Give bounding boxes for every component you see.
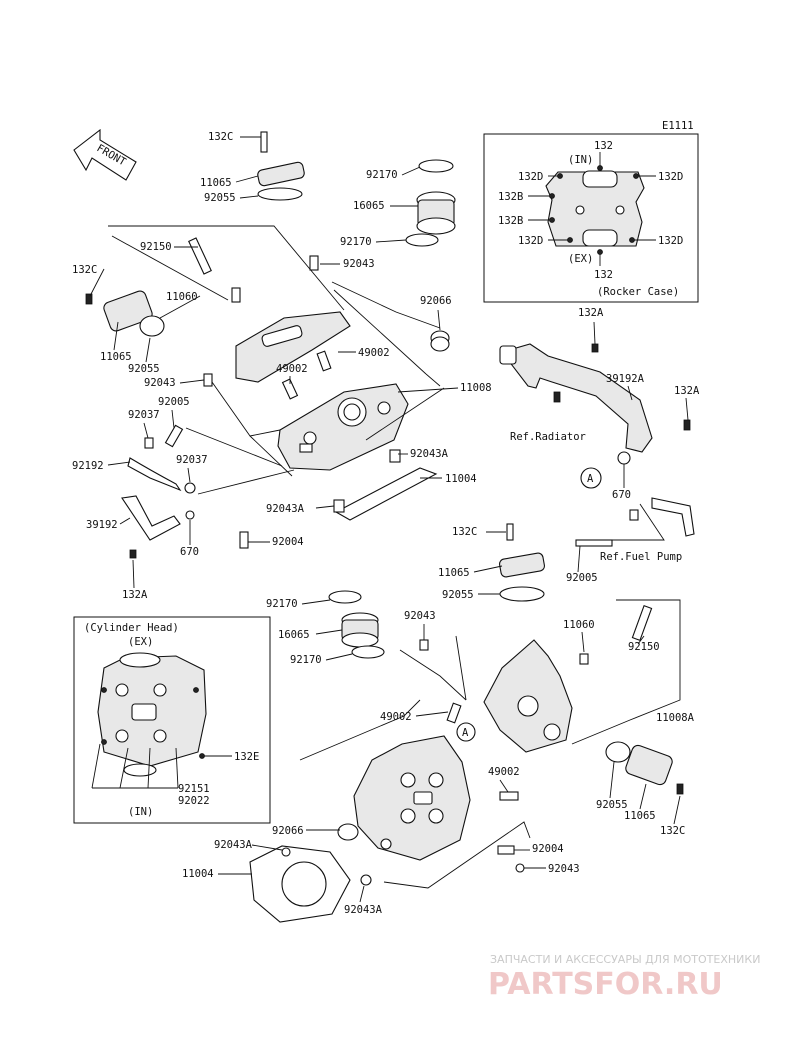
part-label: 39192A — [606, 373, 645, 385]
inset-label: 132E — [234, 751, 259, 763]
upper-cylinder-head — [277, 383, 409, 471]
part-label: 11065 — [624, 810, 656, 822]
part-label: 92043A — [266, 503, 305, 515]
diagram-id: E1111 — [662, 120, 694, 132]
rocker-ex-label: (EX) — [568, 253, 593, 265]
part-label: 49002 — [488, 766, 520, 778]
rocker-case-inset: (IN) (EX) (Rocker Case) 132 132D 132D 13… — [483, 133, 699, 303]
part-label: 92043 — [343, 258, 375, 270]
part-label: 92170 — [340, 236, 372, 248]
part-label: 11065 — [438, 567, 470, 579]
rocker-label: 132 — [594, 269, 613, 281]
part-label: 11065 — [200, 177, 232, 189]
part-label: 49002 — [358, 347, 390, 359]
rocker-in-label: (IN) — [568, 154, 593, 166]
part-label: 39192 — [86, 519, 118, 531]
part-label: 92004 — [272, 536, 304, 548]
lower-head-assembly: A — [249, 523, 684, 923]
rocker-label: 132B — [498, 215, 523, 227]
callout-a: A — [462, 727, 469, 739]
callout-a: A — [587, 473, 594, 485]
part-label: 11008 — [460, 382, 492, 394]
part-label: 92004 — [532, 843, 564, 855]
part-label: 49002 — [380, 711, 412, 723]
part-label: 670 — [180, 546, 199, 558]
part-labels: 132C 11065 92055 92170 16065 92170 92150… — [72, 131, 700, 916]
part-label: 11065 — [100, 351, 132, 363]
lower-cylinder-head — [353, 735, 471, 861]
part-label: 132A — [674, 385, 700, 397]
upper-head-assembly — [85, 131, 456, 559]
rocker-label: 132D — [658, 171, 683, 183]
rocker-case-title: (Rocker Case) — [597, 286, 679, 298]
part-label: 92043 — [144, 377, 176, 389]
part-label: 132C — [660, 825, 685, 837]
watermark-brand: PARTSFOR.RU — [488, 967, 723, 1002]
cylinder-head-in-label: (IN) — [128, 806, 153, 818]
rocker-label: 132D — [518, 171, 543, 183]
ref-radiator: Ref.Radiator — [510, 431, 586, 443]
part-label: 92192 — [72, 460, 104, 472]
rocker-label: 132 — [594, 140, 613, 152]
rocker-label: 132D — [518, 235, 543, 247]
part-label: 92055 — [128, 363, 160, 375]
part-label: 11004 — [182, 868, 214, 880]
ref-fuel-pump: Ref.Fuel Pump — [600, 551, 682, 563]
part-label: 132C — [208, 131, 233, 143]
rocker-label: 132B — [498, 191, 523, 203]
part-label: 92066 — [272, 825, 304, 837]
part-label: 92043A — [214, 839, 253, 851]
part-label: 16065 — [353, 200, 385, 212]
part-label: 92066 — [420, 295, 452, 307]
part-label: 132A — [578, 307, 604, 319]
upper-rocker-cover — [235, 311, 351, 383]
inset-label: 92151 — [178, 783, 210, 795]
part-label: 92005 — [158, 396, 190, 408]
cylinder-head-inset: (Cylinder Head) (EX) (IN) 132E 92151 920… — [73, 616, 271, 824]
part-label: 11060 — [166, 291, 198, 303]
part-label: 132C — [72, 264, 97, 276]
part-label: 92037 — [176, 454, 208, 466]
part-label: 16065 — [278, 629, 310, 641]
part-label: 11060 — [563, 619, 595, 631]
part-label: 92043A — [344, 904, 383, 916]
part-label: 92005 — [566, 572, 598, 584]
upper-head-gasket — [334, 467, 438, 521]
part-label: 92043 — [548, 863, 580, 875]
part-label: 92150 — [140, 241, 172, 253]
part-label: 92170 — [366, 169, 398, 181]
part-label: 92055 — [442, 589, 474, 601]
watermark-tagline: ЗАПЧАСТИ И АКСЕССУАРЫ ДЛЯ МОТОТЕХНИКИ — [490, 953, 760, 966]
radiator-pipe-assembly: A — [499, 343, 695, 547]
front-arrow-icon: FRONT — [73, 128, 137, 181]
rocker-label: 132D — [658, 235, 683, 247]
part-label: 92170 — [290, 654, 322, 666]
part-label: 92043 — [404, 610, 436, 622]
watermark: ЗАПЧАСТИ И АКСЕССУАРЫ ДЛЯ МОТОТЕХНИКИ PA… — [488, 953, 760, 1002]
cylinder-head-ex-label: (EX) — [128, 636, 153, 648]
part-label: 132A — [122, 589, 148, 601]
cylinder-head-title: (Cylinder Head) — [84, 622, 179, 634]
part-label: 92055 — [204, 192, 236, 204]
part-label: 11008A — [656, 712, 695, 724]
part-label: 49002 — [276, 363, 308, 375]
inset-label: 92022 — [178, 795, 210, 807]
part-label: 670 — [612, 489, 631, 501]
part-label: 92150 — [628, 641, 660, 653]
part-label: 92043A — [410, 448, 449, 460]
part-label: 92170 — [266, 598, 298, 610]
part-label: 132C — [452, 526, 477, 538]
part-label: 11004 — [445, 473, 477, 485]
part-label: 92055 — [596, 799, 628, 811]
part-label: 92037 — [128, 409, 160, 421]
